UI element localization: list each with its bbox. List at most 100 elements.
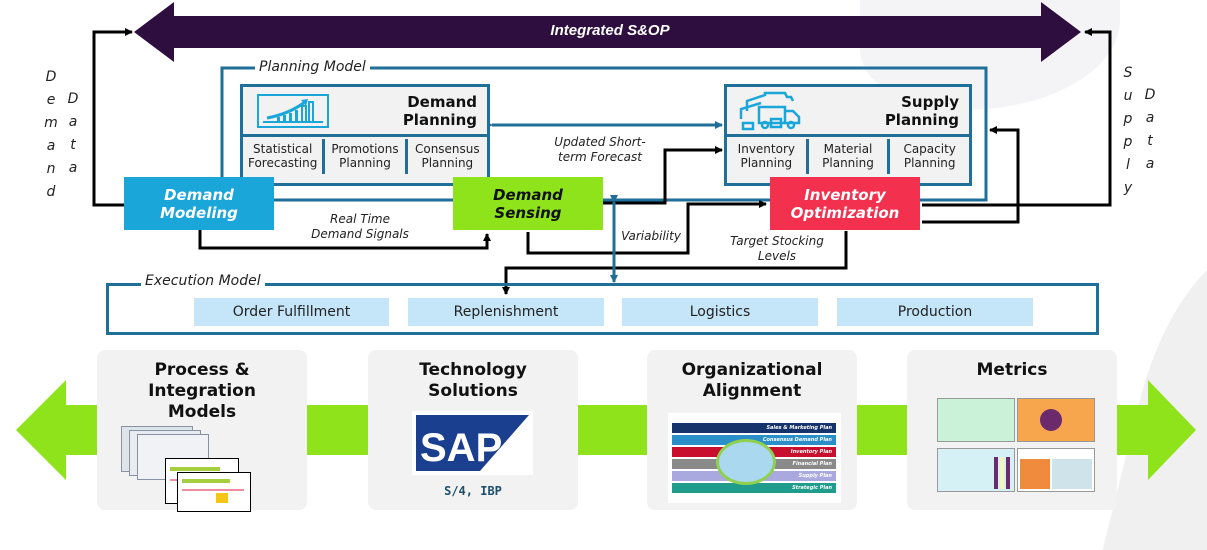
- exec-logistics[interactable]: Logistics: [622, 298, 818, 326]
- module-label: Demand: [164, 185, 234, 204]
- title-line: Process &: [154, 360, 250, 380]
- sub-material-planning[interactable]: Material Planning: [805, 139, 888, 174]
- title-line: Alignment: [702, 381, 802, 401]
- vertical-letter: m: [44, 115, 58, 131]
- vertical-letter: D: [1144, 87, 1156, 103]
- demand-planning-box[interactable]: Demand Planning Statistical Forecasting …: [240, 84, 490, 186]
- metrics-thumbnail: [937, 448, 1015, 492]
- demand-modeling-module[interactable]: Demand Modeling: [124, 177, 274, 230]
- vertical-letter: l: [1126, 157, 1130, 173]
- vertical-letter: n: [46, 161, 56, 177]
- vertical-letter: t: [1147, 133, 1153, 149]
- annotation-line: Updated Short-: [554, 135, 646, 149]
- title-line: Technology: [419, 360, 527, 380]
- sub-label: Material: [823, 142, 873, 156]
- module-label: Modeling: [160, 203, 238, 222]
- logistics-truck-icon: [735, 89, 815, 133]
- divider: [243, 134, 487, 137]
- green-connector-bar: [305, 405, 371, 455]
- title-line: Supply: [901, 93, 959, 111]
- sub-label: Statistical: [253, 142, 313, 156]
- title-line: Organizational: [681, 360, 823, 380]
- real-time-signals-connector: [198, 230, 491, 250]
- sap-logo: SAP: [412, 411, 533, 475]
- title-line: Demand: [407, 93, 477, 111]
- org-center-circle: [716, 439, 776, 485]
- demand-data-connector: [92, 28, 133, 207]
- vertical-letter: y: [1123, 180, 1133, 196]
- sub-capacity-planning[interactable]: Capacity Planning: [887, 139, 969, 174]
- planning-model-frame: [220, 66, 988, 202]
- real-time-annotation: Real Time Demand Signals: [300, 212, 420, 242]
- vertical-letter: a: [68, 114, 78, 130]
- title-line: Models: [167, 402, 237, 422]
- title-line: Planning: [402, 111, 477, 129]
- vertical-letter: a: [1145, 156, 1155, 172]
- supply-planning-title: Supply Planning: [885, 93, 959, 129]
- pillar-title: Process & Integration Models: [97, 360, 307, 423]
- exec-production[interactable]: Production: [837, 298, 1033, 326]
- green-connector-bar: [578, 405, 650, 455]
- vertical-letter: d: [46, 184, 56, 200]
- supply-planning-box[interactable]: Supply Planning Inventory Planning Mater…: [724, 84, 972, 186]
- right-green-arrow: [1116, 380, 1196, 480]
- sub-label: Planning: [822, 156, 874, 170]
- sub-label: Consensus: [414, 142, 480, 156]
- vertical-letter: a: [46, 138, 56, 154]
- vertical-letter: e: [46, 92, 56, 108]
- sub-label: Inventory: [737, 142, 795, 156]
- metrics-thumbnail: [937, 398, 1015, 442]
- demand-planning-title: Demand Planning: [403, 93, 477, 129]
- pillar-title: Technology Solutions: [368, 360, 578, 402]
- vertical-letter: u: [1123, 88, 1133, 104]
- metrics-thumbnail: [1017, 398, 1095, 442]
- sub-label: Planning: [740, 156, 793, 170]
- title-line: Solutions: [428, 381, 518, 401]
- pillar-organizational-alignment[interactable]: Organizational Alignment Sales & Marketi…: [647, 350, 857, 510]
- vertical-letter: a: [1145, 110, 1155, 126]
- updated-forecast-annotation: Updated Short- term Forecast: [540, 135, 660, 165]
- sap-logo-text: SAP: [420, 426, 502, 470]
- vertical-letter: a: [68, 160, 78, 176]
- sub-label: Planning: [903, 156, 956, 170]
- title-line: Planning: [884, 111, 959, 129]
- inventory-optimization-module[interactable]: Inventory Optimization: [770, 177, 920, 230]
- exec-order-fulfillment[interactable]: Order Fulfillment: [194, 298, 389, 326]
- integrated-sop-label: Integrated S&OP: [550, 22, 670, 39]
- module-label: Optimization: [790, 203, 900, 222]
- pillar-title: Metrics: [907, 360, 1117, 381]
- divider: [727, 134, 969, 137]
- vertical-letter: S: [1123, 65, 1133, 81]
- vertical-letter: D: [45, 69, 57, 85]
- annotation-line: Levels: [757, 249, 797, 263]
- sub-label: Capacity: [903, 142, 956, 156]
- sub-inventory-planning[interactable]: Inventory Planning: [727, 139, 806, 174]
- title-line: Metrics: [976, 360, 1048, 380]
- pillar-process-integration[interactable]: Process & Integration Models: [97, 350, 307, 512]
- module-label: Demand: [493, 185, 563, 204]
- demand-sensing-module[interactable]: Demand Sensing: [453, 177, 603, 230]
- sub-consensus-planning[interactable]: Consensus Planning: [404, 139, 487, 174]
- annotation-line: Target Stocking: [730, 234, 824, 248]
- module-label: Inventory: [804, 185, 886, 204]
- plan-row: Sales & Marketing Plan: [672, 423, 836, 433]
- sub-promotions-planning[interactable]: Promotions Planning: [322, 139, 404, 174]
- pillar-metrics[interactable]: Metrics: [907, 350, 1117, 510]
- connector-layer: [16, 2, 1196, 480]
- exec-replenishment[interactable]: Replenishment: [408, 298, 604, 326]
- sub-statistical-forecasting[interactable]: Statistical Forecasting: [243, 139, 322, 174]
- sub-label: Planning: [421, 156, 474, 170]
- vertical-letter: p: [1123, 134, 1133, 150]
- sub-label: Planning: [339, 156, 391, 170]
- vertical-letter: p: [1123, 111, 1133, 127]
- pillar-title: Organizational Alignment: [647, 360, 857, 402]
- integrated-sop-arrow: [134, 2, 1081, 62]
- annotation-line: Demand Signals: [311, 227, 409, 241]
- vertical-letter: t: [70, 137, 76, 153]
- module-label: Sensing: [494, 203, 562, 222]
- pillar-technology-solutions[interactable]: Technology Solutions SAP S/4, IBP: [368, 350, 578, 510]
